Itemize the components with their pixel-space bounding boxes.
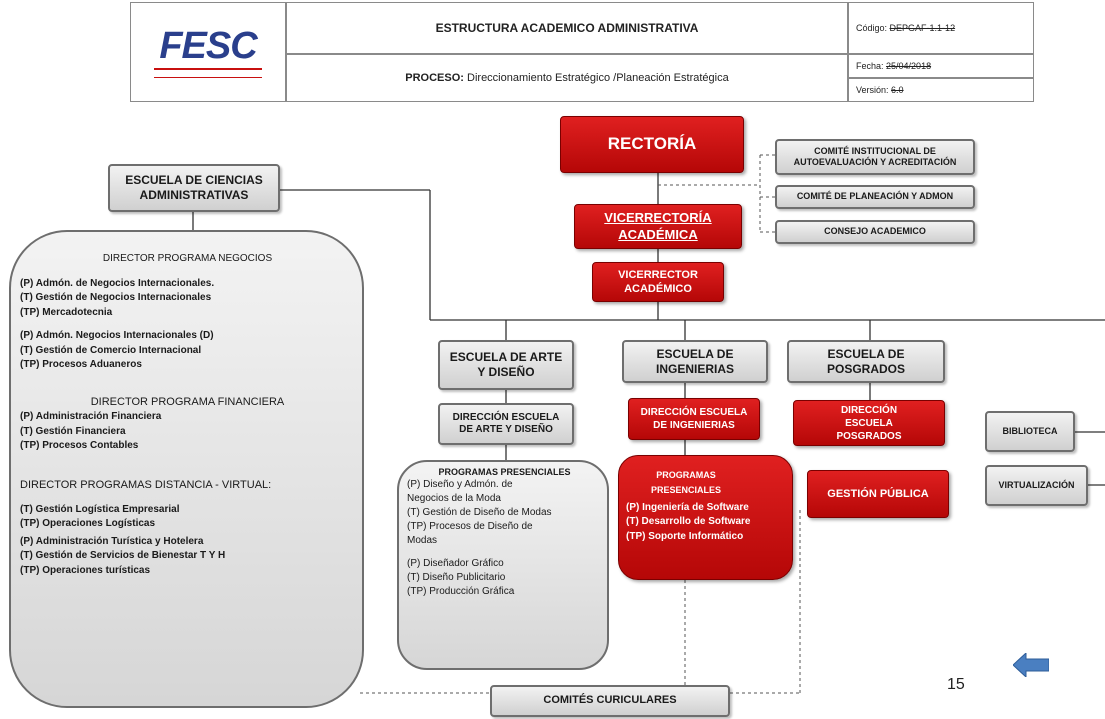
comite-planeacion-box[interactable]: COMITÉ DE PLANEACIÓN Y ADMON [775, 185, 975, 209]
admin-programs-list: DIRECTOR PROGRAMA NEGOCIOS (P) Admón. de… [20, 252, 355, 578]
list-item: (TP) Producción Gráfica [407, 585, 515, 597]
list-item: (TP) Mercadotecnia [20, 306, 113, 318]
list-item: (T) Diseño Publicitario [407, 572, 506, 584]
document-title: ESTRUCTURA ACADEMICO ADMINISTRATIVA [286, 2, 848, 54]
escuela-admin-box[interactable]: ESCUELA DE CIENCIAS ADMINISTRATIVAS [108, 164, 280, 212]
date-cell: Fecha: 25/04/2018 [848, 54, 1034, 78]
list-item: (T) Gestión de Comercio Internacional [20, 344, 202, 356]
list-item: (P) Administración Financiera [20, 411, 162, 423]
direccion-ingenierias-box[interactable]: DIRECCIÓN ESCUELA DE INGENIERIAS [628, 398, 760, 440]
version-value: 6.0 [891, 85, 904, 95]
ingenierias-programs-list: PROGRAMAS PRESENCIALES (P) Ingeniería de… [626, 468, 791, 544]
escuela-ingenierias-box[interactable]: ESCUELA DE INGENIERIAS [622, 340, 768, 383]
consejo-academico-box[interactable]: CONSEJO ACADEMICO [775, 220, 975, 244]
escuela-arte-box[interactable]: ESCUELA DE ARTE Y DISEÑO [438, 340, 574, 390]
date-label: Fecha: [856, 61, 884, 71]
admin-programs-panel [9, 230, 364, 708]
list-item: (P) Admón. de Negocios Internacionales. [20, 277, 215, 289]
arte-programs-panel [397, 460, 609, 670]
list-item: (P) Ingeniería de Software [626, 501, 749, 513]
list-item: (P) Administración Turística y Hotelera [20, 535, 204, 547]
fesc-logo: FESC [154, 27, 262, 78]
list-item: (T) Gestión Logística Empresarial [20, 503, 180, 515]
escuela-posgrados-box[interactable]: ESCUELA DE POSGRADOS [787, 340, 945, 383]
programas-presenciales-heading: PROGRAMAS PRESENCIALES [438, 467, 571, 477]
list-item: (T) Gestión de Negocios Internacionales [20, 292, 212, 303]
list-item: (P) Diseño y Admón. de [407, 479, 513, 491]
director-distancia-heading: DIRECTOR PROGRAMAS DISTANCIA - VIRTUAL: [20, 478, 272, 491]
version-label: Versión: [856, 85, 889, 95]
virtualizacion-box[interactable]: VIRTUALIZACIÓN [985, 465, 1088, 506]
list-item: (TP) Procesos Aduaneros [20, 359, 142, 370]
list-item: (P) Diseñador Gráfico [407, 558, 504, 570]
list-item: (TP) Procesos de Diseño de [407, 520, 533, 532]
director-financiera-heading: DIRECTOR PROGRAMA FINANCIERA [90, 395, 285, 408]
list-item: (T) Gestión de Servicios de Bienestar T … [20, 550, 226, 562]
list-item: (TP) Soporte Informático [626, 530, 744, 542]
list-item: (T) Desarrollo de Software [626, 516, 751, 528]
arte-programs-list: PROGRAMAS PRESENCIALES (P) Diseño y Admó… [407, 466, 602, 599]
version-cell: Versión: 6.0 [848, 78, 1034, 102]
arrow-left-icon[interactable] [1012, 651, 1050, 679]
code-value: DEPGAF-1.1-12 [889, 23, 956, 33]
director-negocios-heading: DIRECTOR PROGRAMA NEGOCIOS [102, 253, 273, 264]
biblioteca-box[interactable]: BIBLIOTECA [985, 411, 1075, 452]
rectoria-box[interactable]: RECTORÍA [560, 116, 744, 173]
list-item: (TP) Operaciones Logísticas [20, 518, 156, 530]
vicerrectoria-box[interactable]: VICERRECTORÍA ACADÉMICA [574, 204, 742, 249]
page-number: 15 [947, 676, 965, 693]
process-cell: PROCESO: Direccionamiento Estratégico /P… [286, 54, 848, 102]
comite-autoevaluacion-box[interactable]: COMITÉ INSTITUCIONAL DE AUTOEVALUACIÓN Y… [775, 139, 975, 175]
list-item: (T) Gestión de Diseño de Modas [407, 507, 552, 518]
code-label: Código: [856, 23, 888, 33]
ingenierias-programs-panel [618, 455, 793, 580]
list-item: Negocios de la Moda [407, 493, 501, 505]
direccion-posgrados-box[interactable]: DIRECCIÓN ESCUELA POSGRADOS [793, 400, 945, 446]
list-item: (TP) Procesos Contables [20, 440, 139, 452]
programas-presenciales-heading: PROGRAMAS PRESENCIALES [650, 470, 721, 496]
date-value: 25/04/2018 [886, 61, 932, 71]
code-cell: Código: DEPGAF-1.1-12 [848, 2, 1034, 54]
logo-cell: FESC [130, 2, 286, 102]
list-item: (T) Gestión Financiera [20, 425, 126, 437]
comites-curriculares-box[interactable]: COMITÉS CURICULARES [490, 685, 730, 717]
gestion-publica-box[interactable]: GESTIÓN PÚBLICA [807, 470, 949, 518]
list-item: (P) Admón. Negocios Internacionales (D) [20, 330, 214, 341]
process-label: PROCESO: [405, 72, 464, 84]
process-value: Direccionamiento Estratégico /Planeación… [467, 72, 729, 84]
direccion-arte-box[interactable]: DIRECCIÓN ESCUELA DE ARTE Y DISEÑO [438, 403, 574, 445]
vicerrector-box[interactable]: VICERRECTOR ACADÉMICO [592, 262, 724, 302]
list-item: Modas [407, 534, 438, 546]
list-item: (TP) Operaciones turísticas [20, 564, 151, 576]
